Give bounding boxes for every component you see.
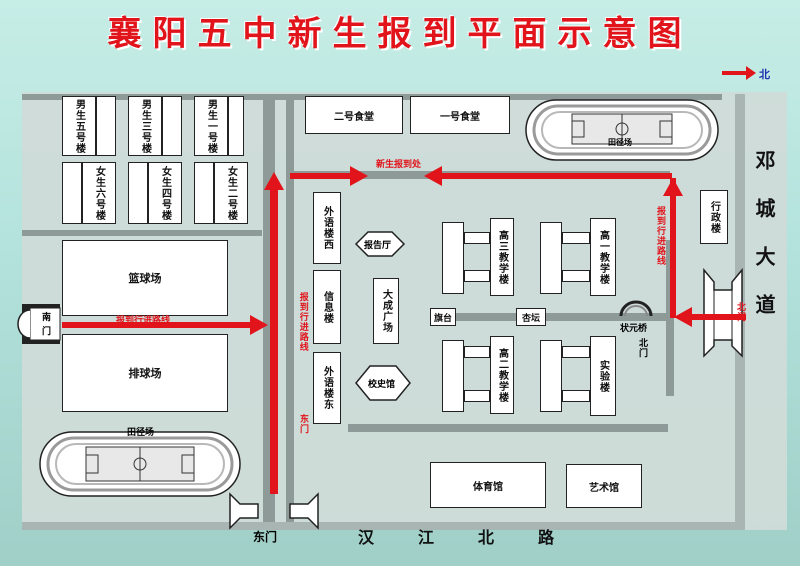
road-second-ns: [286, 94, 294, 522]
dorm-m3: 男生三号楼: [128, 96, 162, 156]
north-track-icon: [525, 99, 719, 161]
dorm-m5: 男生五号楼: [62, 96, 96, 156]
dorm-m5-wing: [96, 96, 116, 156]
history-museum-icon: [355, 365, 411, 401]
senior-three-building: 高三教学楼: [490, 218, 514, 296]
dorm-f6: 女生六号楼: [82, 162, 116, 224]
dorm-f2: 女生二号楼: [214, 162, 248, 224]
apricot-altar: 杏坛: [516, 308, 546, 326]
register-office-label: 新生报到处: [376, 160, 422, 170]
language-building-west: 外语楼西: [313, 192, 341, 264]
bridge-label: 状元桥: [620, 324, 648, 334]
south-road-name: 汉江北路: [358, 524, 558, 548]
language-building-east: 外语楼东: [313, 352, 341, 424]
south-track-label: 田径场: [127, 428, 155, 438]
g1-wing-west: [540, 222, 562, 294]
road-dorm: [22, 230, 262, 236]
lab-wing-west: [540, 340, 562, 412]
volleyball-court: 排球场: [62, 334, 228, 412]
g3-connector-b: [464, 270, 490, 282]
lab-connector-b: [562, 390, 590, 402]
g1-connector-b: [562, 270, 590, 282]
dorm-f6-wing: [62, 162, 82, 224]
south-gate-icon: [17, 304, 61, 344]
north-gate-label: 北门: [735, 302, 745, 322]
south-road-char: 路: [538, 528, 555, 547]
route-label-north: 报到行进路线: [655, 206, 665, 266]
dacheng-plaza: 大成广场: [373, 278, 399, 344]
east-gate-route-label: 东门: [298, 414, 308, 434]
dorm-f4-wing: [128, 162, 148, 224]
g1-connector: [562, 232, 590, 244]
history-museum-label: 校史馆: [368, 380, 396, 390]
basketball-court: 篮球场: [62, 240, 228, 316]
north-gate-icon: [703, 267, 743, 358]
map-title: 襄阳五中新生报到平面示意图: [107, 14, 693, 54]
route-label-south: 报到行进路线: [116, 316, 171, 326]
south-track-icon: [39, 431, 241, 497]
gymnasium: 体育馆: [430, 462, 546, 508]
north-gate-side-label: 北门: [637, 338, 647, 358]
dorm-f4: 女生四号楼: [148, 162, 182, 224]
admin-building: 行政楼: [700, 190, 728, 244]
east-road-name: 邓城大道: [752, 150, 776, 342]
route-label-mid: 报到行进路线: [297, 292, 308, 352]
report-hall-icon: [354, 231, 406, 257]
east-gate-label: 东门: [253, 530, 278, 544]
art-hall: 艺术馆: [566, 464, 642, 508]
north-arrow-icon: [722, 71, 748, 75]
dorm-m1-wing: [228, 96, 244, 156]
dorm-m1: 男生一号楼: [194, 96, 228, 156]
lab-connector: [562, 346, 590, 358]
report-hall-label: 报告厅: [364, 241, 392, 251]
south-gate-label: 南门: [42, 313, 52, 337]
canteen-1: 一号食堂: [410, 96, 510, 134]
road-south: [22, 522, 742, 530]
compass-label: 北: [759, 68, 770, 81]
bridge-icon: [619, 300, 653, 317]
senior-one-building: 高一教学楼: [590, 218, 616, 296]
south-road-char: 江: [418, 528, 435, 547]
canteen-2: 二号食堂: [305, 96, 403, 134]
g2-wing-west: [442, 340, 464, 412]
north-track-label: 田径场: [608, 138, 632, 147]
road-lower: [348, 424, 668, 432]
flag-platform: 旗台: [430, 308, 456, 326]
g3-wing-west: [442, 222, 464, 294]
g2-connector: [464, 346, 490, 358]
lab-building: 实验楼: [590, 336, 616, 416]
south-road-char: 汉: [358, 528, 375, 547]
route-arrows: [62, 166, 746, 494]
information-building: 信息楼: [313, 270, 341, 344]
senior-two-building: 高二教学楼: [490, 336, 514, 414]
g2-connector-b: [464, 390, 490, 402]
dorm-f2-wing: [194, 162, 214, 224]
dorm-m3-wing: [162, 96, 182, 156]
g3-connector: [464, 232, 490, 244]
east-gate-icon: [229, 492, 319, 530]
road-flag: [430, 313, 670, 321]
south-road-char: 北: [478, 528, 495, 547]
north-arrow-head-icon: [746, 66, 756, 80]
